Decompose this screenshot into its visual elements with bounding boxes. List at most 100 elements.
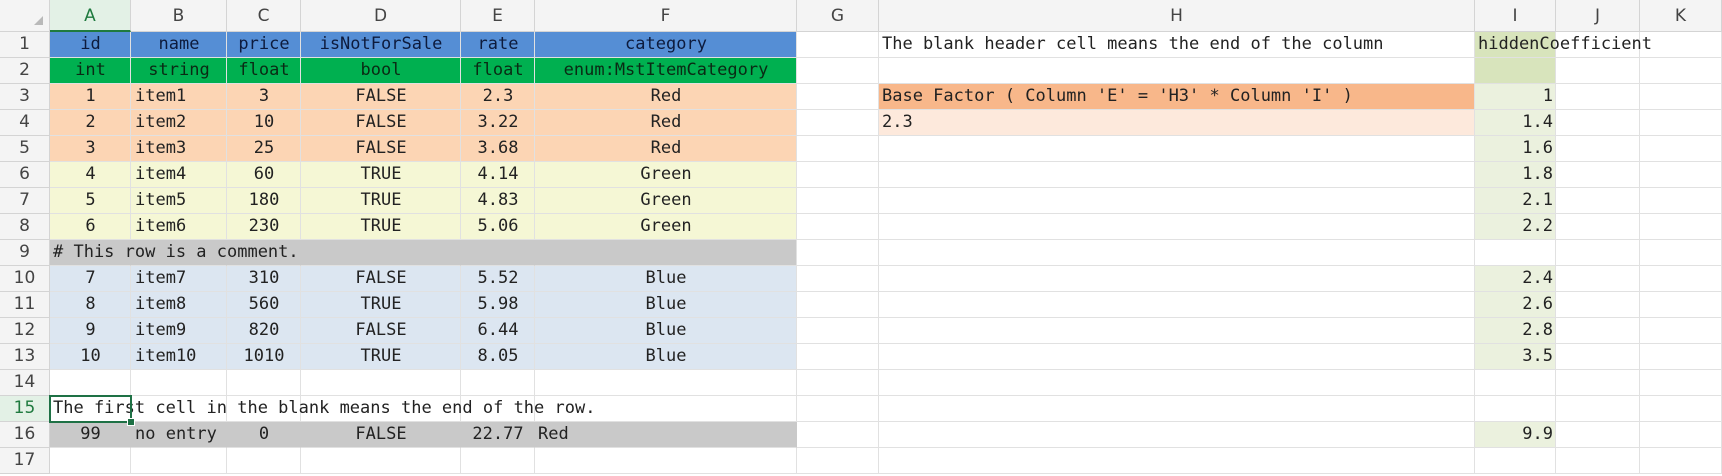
row-header-11[interactable]: 11	[0, 292, 50, 318]
cell-e13[interactable]	[461, 344, 535, 370]
cell-d9[interactable]	[301, 240, 461, 266]
cell-h1[interactable]	[879, 32, 1475, 58]
cell-g11[interactable]	[797, 292, 879, 318]
cell-i8[interactable]	[1475, 214, 1556, 240]
cell-j6[interactable]	[1556, 162, 1640, 188]
cell-a1[interactable]	[50, 32, 131, 58]
cell-d16[interactable]	[301, 422, 461, 448]
cell-b5[interactable]	[131, 136, 227, 162]
cell-c9[interactable]	[227, 240, 301, 266]
cell-b3[interactable]	[131, 84, 227, 110]
cell-k10[interactable]	[1640, 266, 1722, 292]
cell-f12[interactable]	[535, 318, 797, 344]
cell-h11[interactable]	[879, 292, 1475, 318]
cell-h12[interactable]	[879, 318, 1475, 344]
cell-k4[interactable]	[1640, 110, 1722, 136]
cell-j4[interactable]	[1556, 110, 1640, 136]
cell-a7[interactable]	[50, 188, 131, 214]
cell-i3[interactable]	[1475, 84, 1556, 110]
cell-a17[interactable]	[50, 448, 131, 474]
cell-a10[interactable]	[50, 266, 131, 292]
cell-g13[interactable]	[797, 344, 879, 370]
cell-c7[interactable]	[227, 188, 301, 214]
cell-g4[interactable]	[797, 110, 879, 136]
cell-f7[interactable]	[535, 188, 797, 214]
cell-k5[interactable]	[1640, 136, 1722, 162]
cell-i10[interactable]	[1475, 266, 1556, 292]
column-header-a[interactable]: A	[50, 0, 131, 32]
cell-i16[interactable]	[1475, 422, 1556, 448]
cell-f5[interactable]	[535, 136, 797, 162]
cell-a14[interactable]	[50, 370, 131, 396]
row-header-17[interactable]: 17	[0, 448, 50, 474]
cell-g1[interactable]	[797, 32, 879, 58]
cell-e2[interactable]	[461, 58, 535, 84]
cell-k3[interactable]	[1640, 84, 1722, 110]
cell-c14[interactable]	[227, 370, 301, 396]
cell-h15[interactable]	[879, 396, 1475, 422]
column-header-b[interactable]: B	[131, 0, 227, 32]
cell-c10[interactable]	[227, 266, 301, 292]
cell-c6[interactable]	[227, 162, 301, 188]
cell-c11[interactable]	[227, 292, 301, 318]
row-header-1[interactable]: 1	[0, 32, 50, 58]
cell-b4[interactable]	[131, 110, 227, 136]
cell-d11[interactable]	[301, 292, 461, 318]
cell-i14[interactable]	[1475, 370, 1556, 396]
cell-g12[interactable]	[797, 318, 879, 344]
cell-e14[interactable]	[461, 370, 535, 396]
cell-d13[interactable]	[301, 344, 461, 370]
cell-k6[interactable]	[1640, 162, 1722, 188]
row-header-3[interactable]: 3	[0, 84, 50, 110]
cell-i12[interactable]	[1475, 318, 1556, 344]
cell-b2[interactable]	[131, 58, 227, 84]
cell-c16[interactable]	[227, 422, 301, 448]
cell-e7[interactable]	[461, 188, 535, 214]
cell-c1[interactable]	[227, 32, 301, 58]
cell-e11[interactable]	[461, 292, 535, 318]
cell-k15[interactable]	[1640, 396, 1722, 422]
cell-g14[interactable]	[797, 370, 879, 396]
cell-c12[interactable]	[227, 318, 301, 344]
cell-e17[interactable]	[461, 448, 535, 474]
cell-b17[interactable]	[131, 448, 227, 474]
cell-f6[interactable]	[535, 162, 797, 188]
cell-d3[interactable]	[301, 84, 461, 110]
cell-h9[interactable]	[879, 240, 1475, 266]
cell-a9[interactable]	[50, 240, 131, 266]
cell-j12[interactable]	[1556, 318, 1640, 344]
cell-i11[interactable]	[1475, 292, 1556, 318]
cell-i13[interactable]	[1475, 344, 1556, 370]
cell-j16[interactable]	[1556, 422, 1640, 448]
cell-a15[interactable]	[50, 396, 131, 422]
cell-c5[interactable]	[227, 136, 301, 162]
cell-j9[interactable]	[1556, 240, 1640, 266]
cell-c13[interactable]	[227, 344, 301, 370]
cell-k17[interactable]	[1640, 448, 1722, 474]
cell-i9[interactable]	[1475, 240, 1556, 266]
cell-d1[interactable]	[301, 32, 461, 58]
cell-d17[interactable]	[301, 448, 461, 474]
cell-h14[interactable]	[879, 370, 1475, 396]
cell-j7[interactable]	[1556, 188, 1640, 214]
cell-e15[interactable]	[461, 396, 535, 422]
cell-k7[interactable]	[1640, 188, 1722, 214]
cell-k16[interactable]	[1640, 422, 1722, 448]
cell-e6[interactable]	[461, 162, 535, 188]
row-header-10[interactable]: 10	[0, 266, 50, 292]
cell-a13[interactable]	[50, 344, 131, 370]
cell-h8[interactable]	[879, 214, 1475, 240]
column-header-j[interactable]: J	[1556, 0, 1640, 32]
cell-e16[interactable]	[461, 422, 535, 448]
row-header-4[interactable]: 4	[0, 110, 50, 136]
cell-e5[interactable]	[461, 136, 535, 162]
cell-f1[interactable]	[535, 32, 797, 58]
cell-b6[interactable]	[131, 162, 227, 188]
cell-k14[interactable]	[1640, 370, 1722, 396]
cell-g3[interactable]	[797, 84, 879, 110]
cell-c4[interactable]	[227, 110, 301, 136]
cell-g2[interactable]	[797, 58, 879, 84]
cell-i5[interactable]	[1475, 136, 1556, 162]
cell-d6[interactable]	[301, 162, 461, 188]
